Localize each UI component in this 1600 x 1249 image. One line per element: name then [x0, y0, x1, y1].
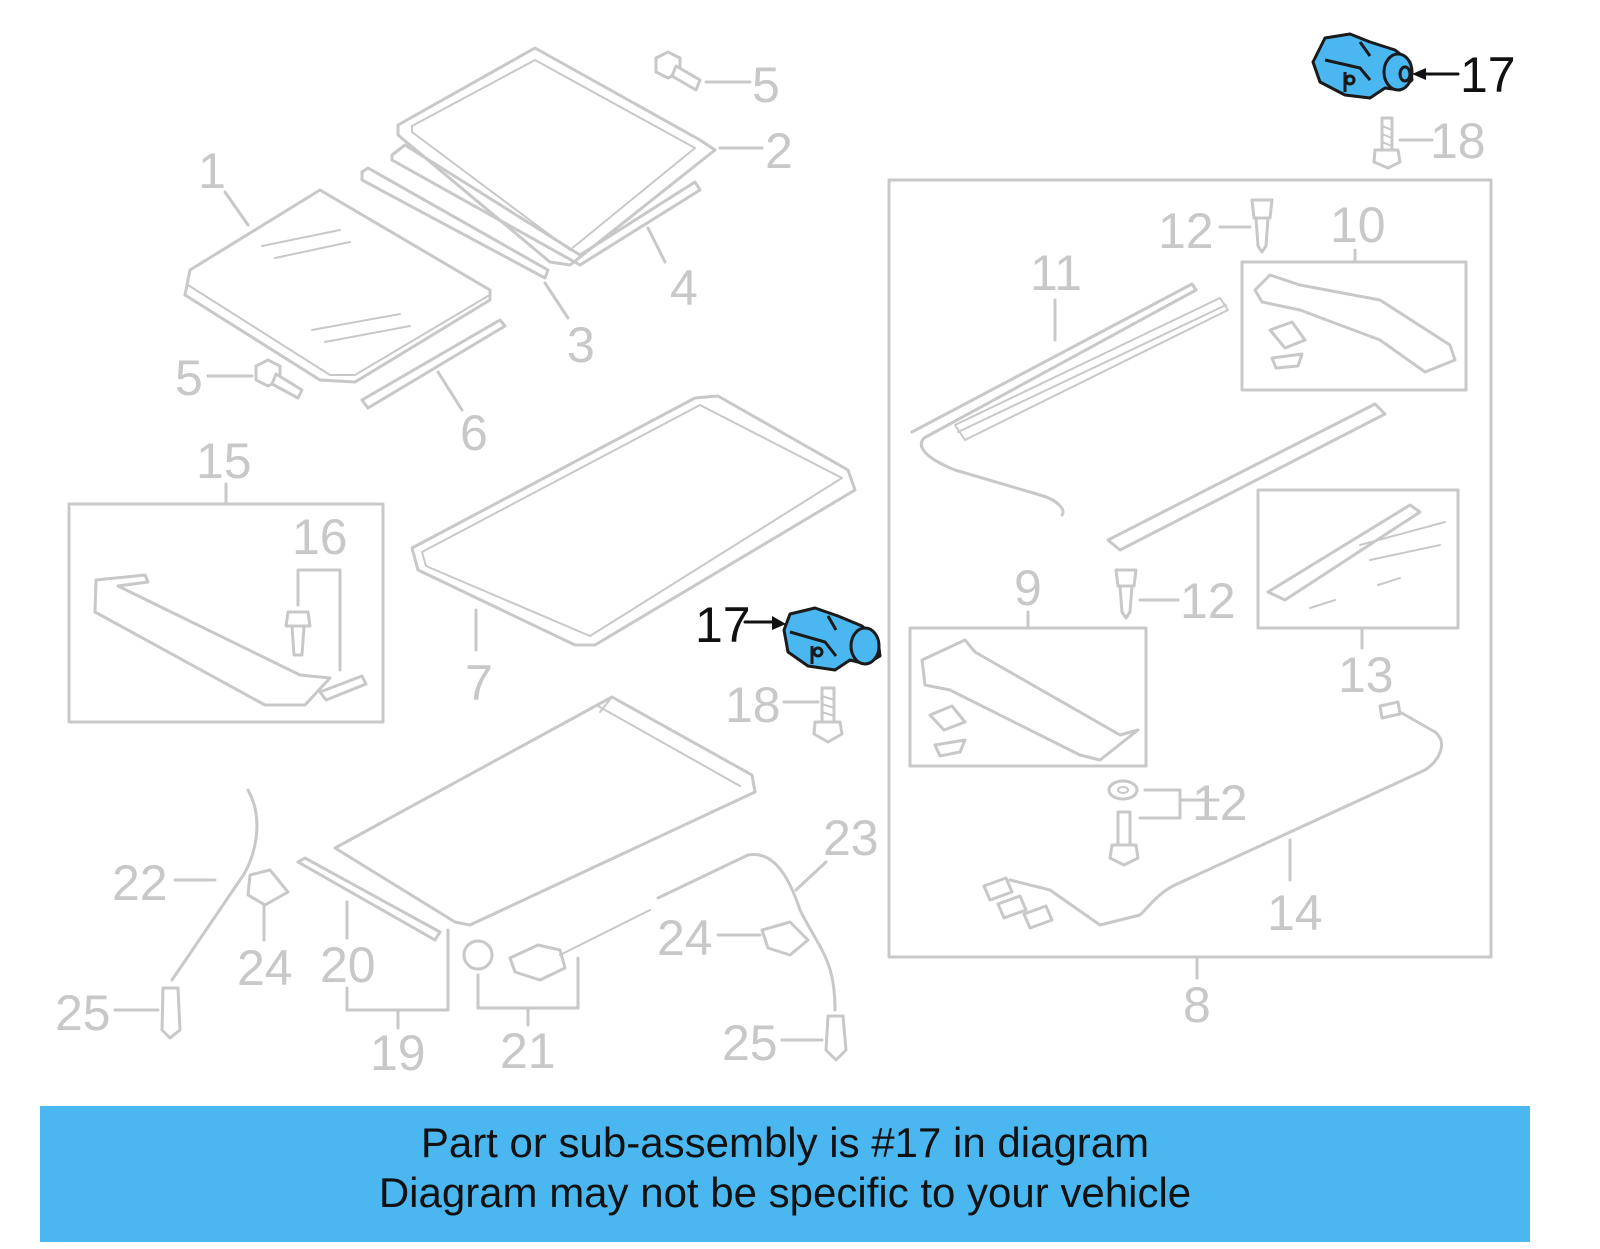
callout-24-left[interactable]: 24 [237, 940, 293, 996]
deflector-15 [93, 573, 332, 707]
callout-17-top[interactable]: 17 [1460, 47, 1516, 103]
leader-6 [436, 370, 464, 412]
bolt-12-bottom [1108, 810, 1140, 867]
clip-10a [1268, 320, 1307, 350]
bolt-5-bottom [254, 358, 304, 400]
callout-12-bottom[interactable]: 12 [1192, 775, 1248, 831]
callout-12-mid[interactable]: 12 [1180, 573, 1236, 629]
callout-25-left[interactable]: 25 [55, 985, 111, 1041]
clip-9b [933, 738, 967, 758]
bolt-18-top [1372, 116, 1402, 170]
callout-16[interactable]: 16 [292, 509, 348, 565]
bolt-12-mid [1114, 568, 1138, 620]
bracket-9 [920, 638, 1140, 762]
handle-20 [296, 856, 442, 942]
callout-25-right[interactable]: 25 [722, 1015, 778, 1071]
leader-3 [543, 281, 570, 320]
leader-23 [794, 860, 828, 892]
arrowhead-17-top [1412, 68, 1426, 80]
drain-tube-23 [656, 853, 837, 1012]
part-17-motor-middle[interactable] [782, 606, 882, 672]
notice-banner: Part or sub-assembly is #17 in diagram D… [40, 1106, 1530, 1242]
clip-16a [284, 610, 312, 657]
box-13 [1256, 488, 1460, 630]
clip-10b [1270, 352, 1304, 370]
callout-1[interactable]: 1 [198, 143, 226, 199]
banner-line-1: Part or sub-assembly is #17 in diagram [420, 1119, 1150, 1166]
clip-24-right [760, 920, 810, 957]
strip-3 [360, 166, 550, 280]
callout-9[interactable]: 9 [1014, 560, 1042, 616]
arrowhead-17-middle [772, 616, 786, 630]
clip-24-left [246, 868, 290, 907]
callout-8[interactable]: 8 [1183, 977, 1211, 1033]
callout-5-bottom[interactable]: 5 [175, 350, 203, 406]
callout-19[interactable]: 19 [370, 1025, 426, 1081]
leader-16 [296, 568, 342, 672]
leader-1 [223, 190, 250, 227]
glass-panel [183, 188, 492, 384]
rail-11 [910, 282, 1229, 517]
leader-4 [646, 226, 667, 264]
bolt-12-top [1250, 198, 1274, 254]
bolt-5-top [654, 50, 702, 92]
parts-21 [462, 909, 651, 982]
part-17-motor-top[interactable] [1311, 32, 1414, 100]
washer-12 [1107, 779, 1139, 801]
callout-3[interactable]: 3 [567, 317, 595, 373]
clip-16b [318, 674, 368, 702]
callout-12-top[interactable]: 12 [1158, 203, 1214, 259]
parts-13 [1309, 521, 1446, 609]
callout-6[interactable]: 6 [460, 405, 488, 461]
clip-9a [928, 704, 967, 732]
sunshade-19 [333, 695, 757, 927]
harness-14 [982, 700, 1443, 930]
callout-23[interactable]: 23 [823, 810, 879, 866]
callout-13[interactable]: 13 [1338, 647, 1394, 703]
cable-13 [1266, 503, 1422, 602]
bolt-18-middle [812, 686, 844, 744]
bracket-10 [1253, 273, 1457, 374]
callout-18-top[interactable]: 18 [1430, 113, 1486, 169]
callout-20[interactable]: 20 [320, 937, 376, 993]
callout-2[interactable]: 2 [765, 123, 793, 179]
callout-4[interactable]: 4 [670, 260, 698, 316]
seal-4 [390, 143, 702, 267]
clip-25-left [160, 986, 182, 1040]
callout-7[interactable]: 7 [465, 655, 493, 711]
rail-lower [1106, 402, 1387, 552]
callout-21[interactable]: 21 [500, 1023, 556, 1079]
banner-line-2: Diagram may not be specific to your vehi… [378, 1169, 1192, 1216]
strip-6 [360, 318, 507, 410]
callout-22[interactable]: 22 [112, 855, 168, 911]
drain-tube-22 [170, 788, 259, 982]
weatherstrip-7 [410, 394, 857, 647]
glass-frame [396, 46, 717, 267]
leader-12-bottom [1138, 788, 1220, 820]
callout-5-top[interactable]: 5 [752, 57, 780, 113]
callout-17-middle[interactable]: 17 [695, 597, 751, 653]
callout-10[interactable]: 10 [1330, 197, 1386, 253]
callout-24-right[interactable]: 24 [657, 910, 713, 966]
callout-11[interactable]: 11 [1030, 245, 1082, 301]
clip-25-right [824, 1014, 848, 1062]
callout-14[interactable]: 14 [1267, 885, 1323, 941]
callout-18-middle[interactable]: 18 [725, 677, 781, 733]
box-8 [887, 178, 1493, 959]
callout-15[interactable]: 15 [196, 433, 252, 489]
